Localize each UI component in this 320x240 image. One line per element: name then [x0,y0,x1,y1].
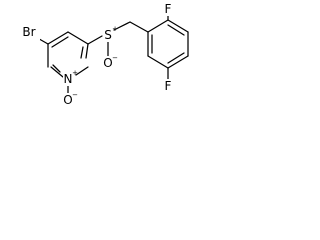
bond-s-ch2 [113,21,131,31]
pyridine-ring [47,31,89,78]
bond-a4-a5 [167,55,189,69]
bond-c1-c2-double [51,36,69,48]
fluorine-bottom-label: F [165,79,172,93]
n-oxide-charge-label: − [72,91,78,99]
bond-c3-n [85,43,89,59]
bond-a2-a3-double [167,24,185,36]
bond-a1-a2 [147,19,169,33]
sulfur-charge-label: + [112,25,118,33]
sulfinyl-oxygen-label: O [103,56,112,70]
bond-a4-a5-double [167,52,185,64]
nitrogen-charge-label: + [72,69,78,77]
fluorine-top-label: F [165,2,172,16]
bond-n-c5-inner [52,64,61,73]
bond-c3-s [87,35,103,45]
bond-a5-a6 [147,55,169,69]
difluorophenyl-ring [147,7,189,81]
bond-ch2-aryl [129,21,149,33]
bond-c4-n [75,66,89,76]
pyridine-nitrogen-label: N [64,72,73,86]
bromine-label: Br [22,25,35,39]
sulfinyl-charge-label: − [112,54,118,62]
bond-n-c5 [50,66,64,78]
n-oxide-oxygen-label: O [63,93,72,107]
atom-labels: Br N + O − S + O − F F [18,2,174,107]
bond-c3-n-double [80,46,84,59]
bond-c1-c2 [47,31,69,45]
chemical-structure-canvas: Br N + O − S + O − F F [0,0,221,125]
substituent-bonds [33,21,149,95]
molecule-diagram: Br N + O − S + O − F F [18,2,189,107]
bond-a2-a3 [167,19,189,33]
bond-c2-c3 [67,31,89,45]
sulfur-label: S [104,28,112,42]
